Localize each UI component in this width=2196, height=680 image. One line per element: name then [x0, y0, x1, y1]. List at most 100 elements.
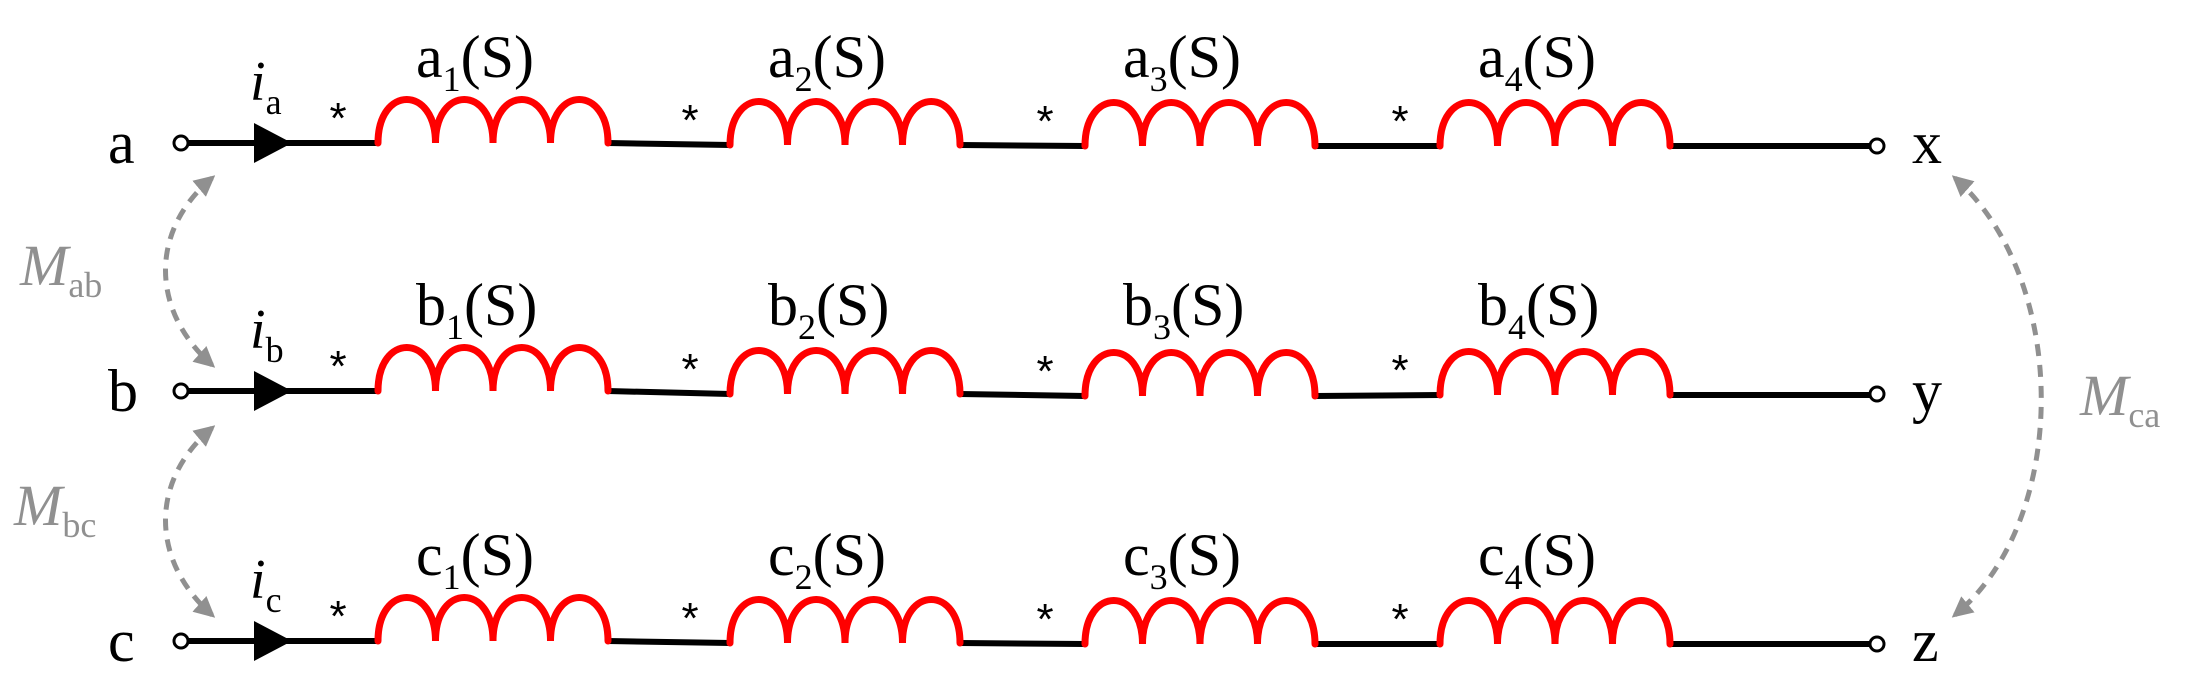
- coil-label-a3: a3(S): [1123, 24, 1241, 99]
- coil-label-b3-sub: 3: [1153, 307, 1171, 347]
- wire-b-seg2: [959, 391, 1086, 399]
- wire-a-seg1: [607, 140, 731, 148]
- terminal-label-x: x: [1912, 110, 1942, 176]
- coil-label-a1-main: a: [416, 24, 443, 90]
- wires-layer: [172, 123, 1886, 661]
- coil-label-b3-suffix: (S): [1171, 272, 1244, 338]
- wire-b-seg1: [607, 388, 731, 397]
- coil-c2: [726, 596, 964, 647]
- coil-label-a4-main: a: [1478, 24, 1505, 90]
- terminal-a-in: [172, 134, 190, 152]
- current-label-b-sub: b: [266, 330, 284, 370]
- current-label-a-sub: a: [266, 82, 282, 122]
- current-label-b-main: i: [250, 299, 266, 361]
- coil-label-c3-main: c: [1123, 522, 1150, 588]
- coil-label-c1-main: c: [416, 522, 443, 588]
- coil-label-b1: b1(S): [416, 272, 537, 347]
- coil-label-c1-sub: 1: [443, 557, 461, 597]
- coil-label-b4-main: b: [1478, 272, 1508, 338]
- coil-label-b1-main: b: [416, 272, 446, 338]
- coil-label-b1-suffix: (S): [464, 272, 537, 338]
- wire-b-seg3: [1314, 392, 1441, 399]
- coil-label-c2-sub: 2: [795, 557, 813, 597]
- coil-label-a4-sub: 4: [1505, 59, 1523, 99]
- polarity-mark-a1: *: [329, 94, 346, 143]
- mutual-label-bc-sub: bc: [62, 505, 96, 545]
- coil-label-c2-main: c: [768, 522, 795, 588]
- coil-label-a4-suffix: (S): [1523, 24, 1596, 90]
- coil-label-c4: c4(S): [1478, 522, 1596, 597]
- coil-label-a2: a2(S): [768, 24, 886, 99]
- coil-label-b2: b2(S): [768, 272, 889, 347]
- current-label-a-main: i: [250, 51, 266, 113]
- coil-label-c2-suffix: (S): [813, 522, 886, 588]
- coil-b3: [1081, 349, 1319, 400]
- mutual-arrow-ca: [1951, 175, 2044, 618]
- coil-a2: [726, 98, 964, 149]
- coils-layer: [374, 96, 1674, 648]
- coil-label-a2-suffix: (S): [813, 24, 886, 90]
- coil-label-c1: c1(S): [416, 522, 534, 597]
- coil-label-b3-main: b: [1123, 272, 1153, 338]
- coil-label-a4: a4(S): [1478, 24, 1596, 99]
- mutual-arrow-bc: [163, 425, 216, 618]
- current-arrow-a: [254, 123, 292, 163]
- polarity-mark-c1: *: [329, 592, 346, 641]
- mutual-arrow-ab: [163, 175, 216, 368]
- mutual-label-ab-symbol: M: [19, 233, 71, 298]
- coil-label-c2: c2(S): [768, 522, 886, 597]
- coil-label-b3: b3(S): [1123, 272, 1244, 347]
- coil-label-a1-suffix: (S): [461, 24, 534, 90]
- terminal-c-in: [172, 632, 190, 650]
- coil-label-b1-sub: 1: [446, 307, 464, 347]
- coil-label-a3-main: a: [1123, 24, 1150, 90]
- coil-label-c3-sub: 3: [1150, 557, 1168, 597]
- mutual-label-ca-symbol: M: [2079, 363, 2131, 428]
- terminal-label-b: b: [108, 358, 138, 424]
- polarity-mark-b2: *: [681, 345, 698, 394]
- coil-label-a3-suffix: (S): [1168, 24, 1241, 90]
- coil-label-c3: c3(S): [1123, 522, 1241, 597]
- terminal-label-z: z: [1912, 608, 1939, 674]
- coil-label-b2-sub: 2: [798, 307, 816, 347]
- coil-label-c4-sub: 4: [1505, 557, 1523, 597]
- coil-label-c4-main: c: [1478, 522, 1505, 588]
- wire-c-seg2: [959, 640, 1086, 647]
- mutual-label-ca: Mca: [2079, 363, 2160, 435]
- coil-a3: [1081, 99, 1319, 150]
- polarity-mark-b4: *: [1391, 346, 1408, 395]
- current-label-a: ia: [250, 51, 282, 122]
- mutual-label-ab: Mab: [19, 233, 102, 305]
- polarity-mark-b3: *: [1036, 347, 1053, 396]
- coil-label-c1-suffix: (S): [461, 522, 534, 588]
- terminal-b-in: [172, 382, 190, 400]
- coil-label-a1-sub: 1: [443, 59, 461, 99]
- coil-label-b2-main: b: [768, 272, 798, 338]
- coil-c3: [1081, 597, 1319, 648]
- coil-label-a3-sub: 3: [1150, 59, 1168, 99]
- polarity-mark-b1: *: [329, 342, 346, 391]
- wire-a-seg2: [959, 142, 1086, 149]
- coil-a1: [374, 96, 612, 147]
- coil-label-c3-suffix: (S): [1168, 522, 1241, 588]
- coil-b2: [726, 347, 964, 398]
- polarity-mark-a3: *: [1036, 97, 1053, 146]
- terminal-label-y: y: [1912, 358, 1942, 424]
- current-label-c: ic: [250, 549, 282, 620]
- polarity-mark-c2: *: [681, 594, 698, 643]
- polarity-mark-c4: *: [1391, 595, 1408, 644]
- current-label-b: ib: [250, 299, 284, 370]
- coil-label-b4-suffix: (S): [1526, 272, 1599, 338]
- mutual-label-ca-sub: ca: [2128, 395, 2160, 435]
- coil-label-c4-suffix: (S): [1523, 522, 1596, 588]
- coil-label-a2-sub: 2: [795, 59, 813, 99]
- coil-label-b4-sub: 4: [1508, 307, 1526, 347]
- terminal-label-a: a: [108, 110, 135, 176]
- terminal-x-out: [1868, 137, 1886, 155]
- polarity-mark-a4: *: [1391, 97, 1408, 146]
- coil-a4: [1436, 99, 1674, 150]
- current-label-c-main: i: [250, 549, 266, 611]
- current-arrow-b: [254, 371, 292, 411]
